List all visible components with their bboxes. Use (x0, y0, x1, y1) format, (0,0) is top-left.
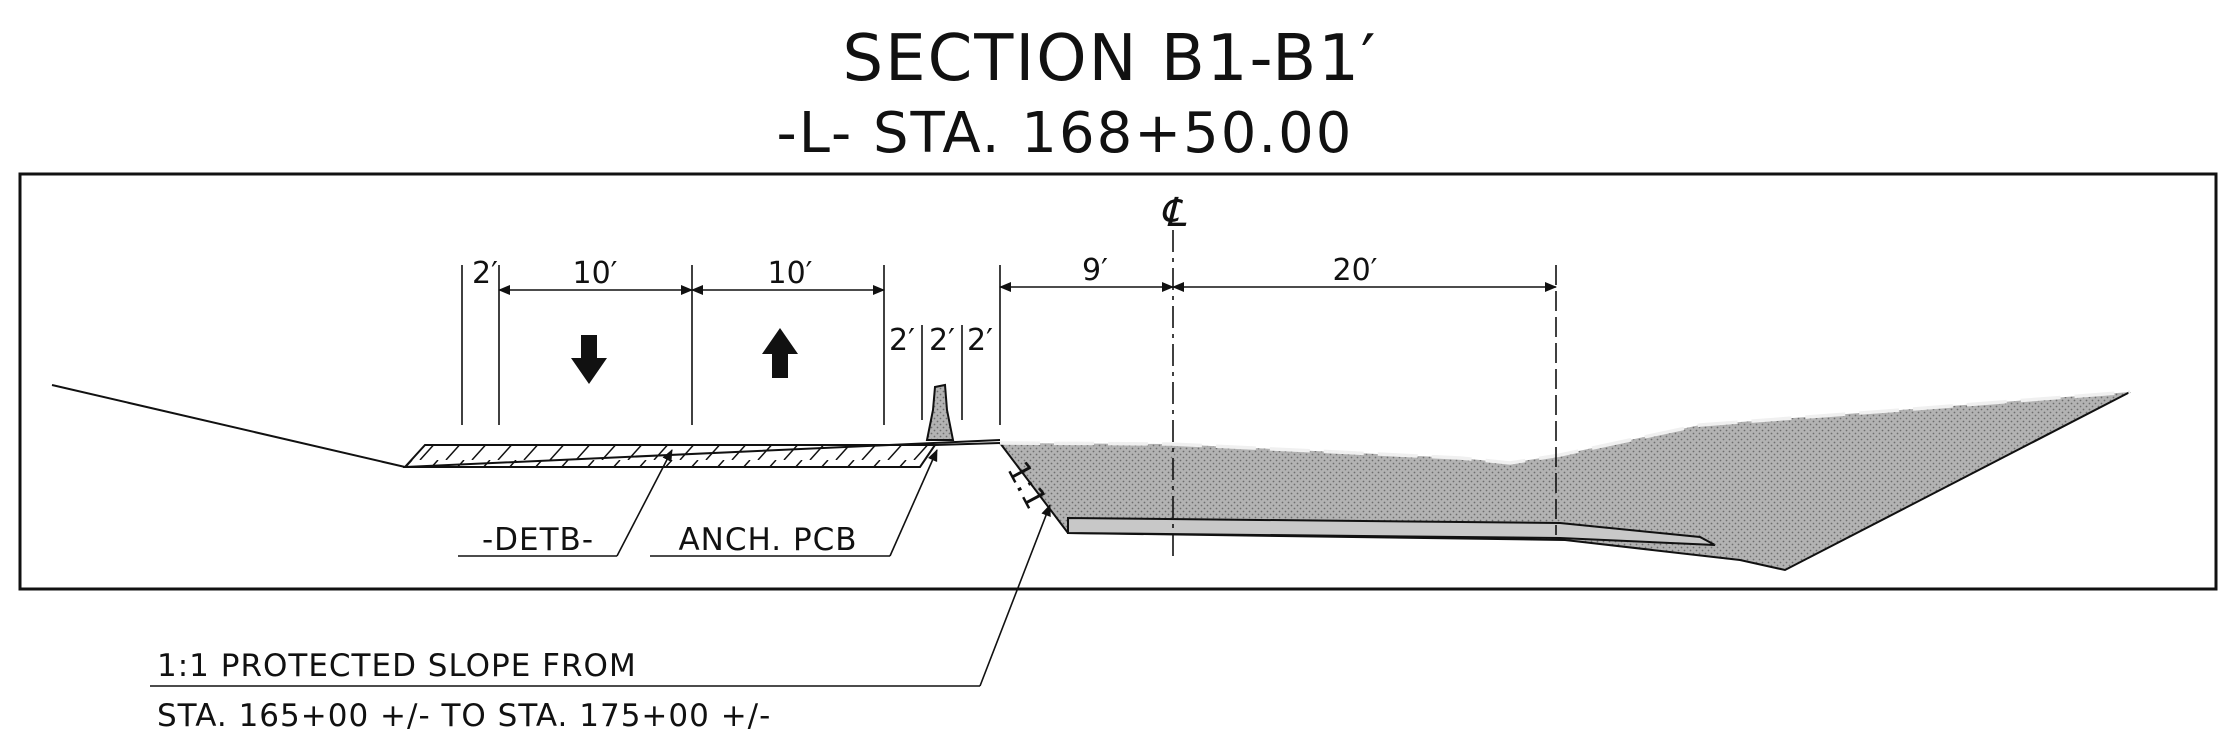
dim-10-right: 10′ (768, 256, 813, 291)
dim-2-d: 2′ (967, 323, 993, 358)
shoulder-line (934, 442, 1001, 446)
dim-10-left: 10′ (573, 256, 618, 291)
proposed-grade-dashed (999, 390, 2131, 465)
section-subtitle: -L- STA. 168+50.00 (777, 101, 1354, 166)
up-arrow-icon (762, 328, 798, 378)
concrete-barrier-icon (925, 383, 955, 441)
down-arrow-icon (571, 335, 607, 384)
leader-lines (150, 449, 1051, 687)
centerline-icon: ℄ (1160, 190, 1187, 236)
drawing-frame (18, 172, 2218, 591)
dim-2-c: 2′ (929, 323, 955, 358)
dim-2-b: 2′ (889, 323, 915, 358)
slope-note-line1: 1:1 PROTECTED SLOPE FROM (157, 648, 637, 684)
detb-label: -DETB- (482, 522, 594, 558)
dimension-lines (498, 282, 1557, 295)
pavement-slab (1067, 516, 1716, 546)
slope-note-line2: STA. 165+00 +/- TO STA. 175+00 +/- (157, 698, 771, 734)
anch-pcb-label: ANCH. PCB (678, 522, 857, 558)
embankment-fill (1000, 392, 2130, 570)
dim-9: 9′ (1082, 253, 1108, 288)
dim-20: 20′ (1333, 253, 1378, 288)
detour-pavement (402, 444, 937, 468)
dim-2-left: 2′ (472, 256, 498, 291)
section-title: SECTION B1-B1′ (843, 22, 1378, 96)
embankment-outline (999, 391, 2131, 572)
